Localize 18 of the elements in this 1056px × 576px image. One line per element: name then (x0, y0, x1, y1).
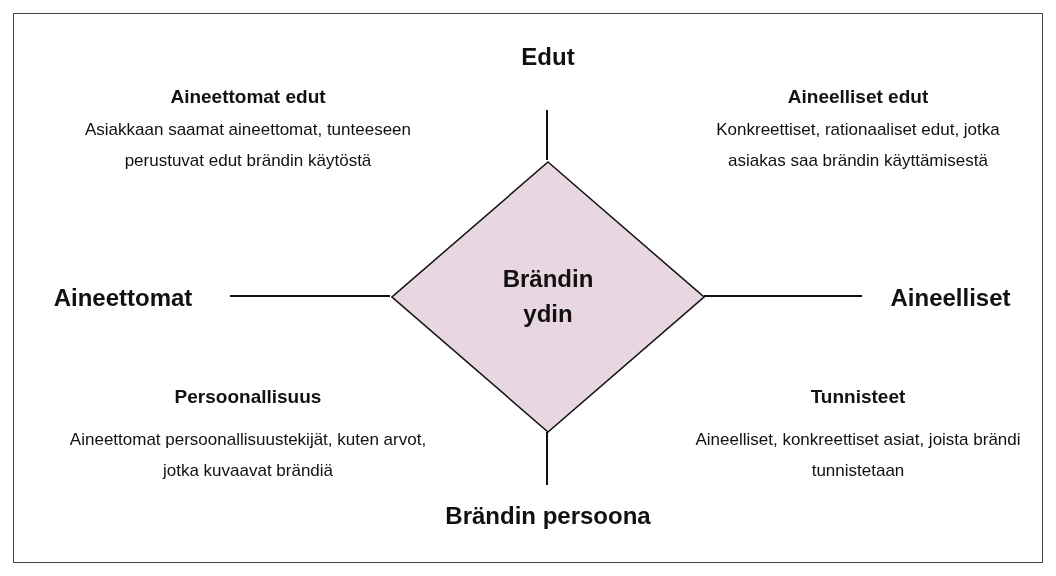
quadrant-heading: Tunnisteet (809, 385, 907, 409)
quadrant-description: Aineettomat persoonallisuustekijät, kuten arvot, jotka kuvaavat brändiä (68, 429, 428, 482)
axis-label: Aineelliset (890, 283, 1011, 313)
core-label: Brändin ydin (501, 264, 595, 329)
axis-label: Brändin persoona (445, 502, 651, 531)
axis-label: Edut (521, 43, 575, 72)
axis-label: Aineettomat (53, 283, 193, 313)
quadrant-description: Konkreettiset, rationaaliset edut, jotka asiakas saa brändin käyttämisestä (715, 119, 1001, 172)
quadrant-description: Asiakkaan saamat aineettomat, tunteeseen perustuvat edut brändin käytöstä (83, 119, 412, 172)
connector-line (229, 295, 391, 297)
connector-line (703, 295, 863, 297)
quadrant-description: Aineelliset, konkreettiset asiat, joista brändi tunnistetaan (694, 429, 1022, 482)
frame-border (13, 13, 1043, 563)
quadrant-heading: Persoonallisuus (173, 385, 323, 409)
connector-line (546, 431, 548, 486)
quadrant-heading: Aineelliset edut (786, 85, 930, 109)
connector-line (546, 109, 548, 161)
quadrant-heading: Aineettomat edut (169, 85, 327, 109)
